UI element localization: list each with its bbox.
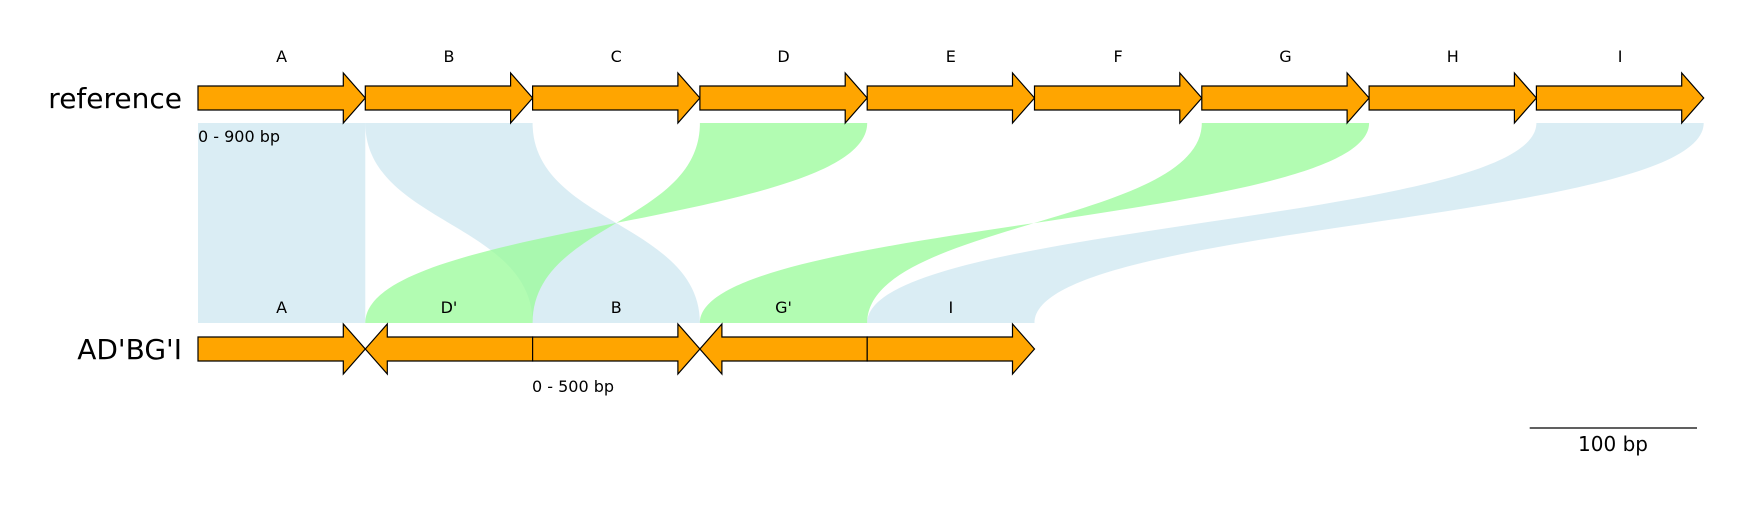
gene-label-query-2: B [611, 298, 622, 317]
gene-arrow-reference-8 [1535, 71, 1705, 125]
track-name-reference: reference [48, 82, 182, 115]
synteny-link-3 [699, 123, 1370, 323]
gene-arrow-query-4 [866, 322, 1036, 376]
gene-arrow-reference-7 [1368, 71, 1538, 125]
track-range-reference: 0 - 900 bp [198, 127, 280, 146]
scale-bar: 100 bp [1529, 427, 1697, 456]
gene-label-reference-3: D [777, 47, 789, 66]
scale-bar-label: 100 bp [1578, 432, 1648, 456]
gene-arrow-reference-2 [531, 71, 701, 125]
gene-label-reference-5: F [1114, 47, 1123, 66]
gene-arrow-reference-6 [1201, 71, 1370, 125]
gene-arrow-query-0 [197, 322, 367, 376]
gene-label-reference-8: I [1618, 47, 1623, 66]
gene-label-reference-2: C [611, 47, 622, 66]
track-range-query: 0 - 500 bp [532, 377, 614, 396]
synteny-link-1 [365, 123, 700, 323]
gene-label-query-4: I [948, 298, 953, 317]
synteny-link-4 [867, 123, 1704, 323]
gene-label-query-0: A [276, 298, 287, 317]
gene-label-reference-4: E [946, 47, 956, 66]
synteny-link-2 [365, 123, 868, 323]
synteny-links [198, 123, 1704, 323]
gene-arrow-reference-3 [699, 71, 868, 125]
gene-arrow-query-2 [531, 322, 701, 376]
gene-label-query-3: G' [775, 298, 792, 317]
synteny-link-0 [198, 123, 366, 323]
gene-label-reference-0: A [276, 47, 287, 66]
gene-label-reference-7: H [1447, 47, 1459, 66]
track-name-query: AD'BG'I [77, 333, 182, 366]
gene-label-reference-6: G [1279, 47, 1291, 66]
gene-arrow-query-1 [364, 322, 534, 376]
gene-tracks: A B C D E F G H I A D' B G' I [197, 47, 1705, 376]
gene-arrow-reference-1 [364, 71, 534, 125]
gene-arrow-reference-0 [197, 71, 367, 125]
gene-arrow-reference-4 [866, 71, 1036, 125]
gene-arrow-reference-5 [1033, 71, 1203, 125]
gene-label-reference-1: B [443, 47, 454, 66]
gene-label-query-1: D' [441, 298, 458, 317]
gene-arrow-query-3 [699, 322, 868, 376]
